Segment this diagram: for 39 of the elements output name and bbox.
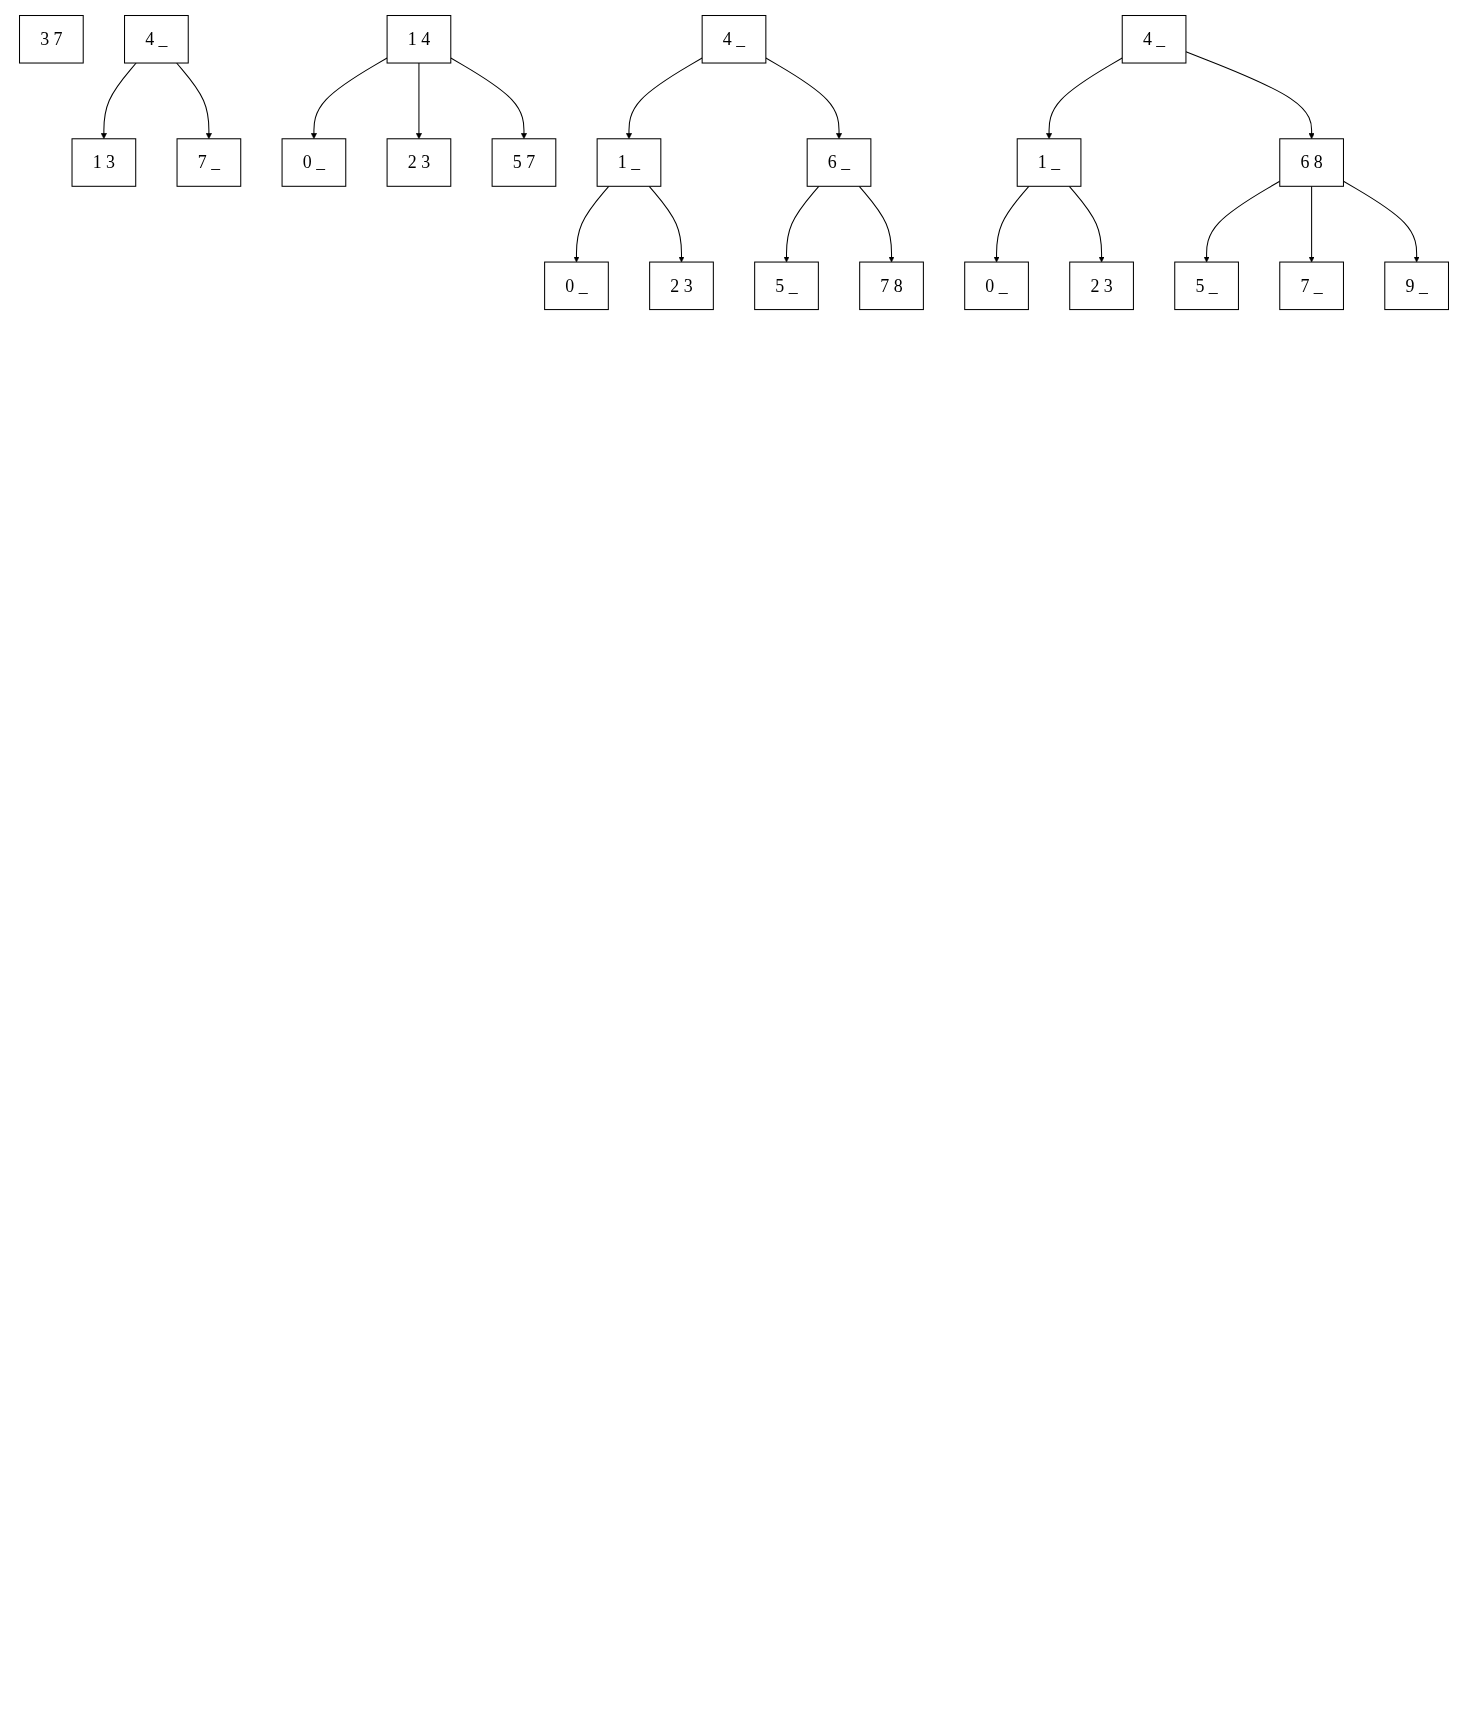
node-box: 1 _ xyxy=(1016,138,1082,187)
node-box: 0 _ xyxy=(544,261,609,311)
node-box: 5 7 xyxy=(491,138,557,187)
arrow xyxy=(648,185,685,263)
arrow xyxy=(573,185,610,263)
node-box: 1 _ xyxy=(596,138,662,187)
node-box: 0 _ xyxy=(281,138,347,187)
node-box: 4 _ xyxy=(124,15,189,64)
node-box: 4 _ xyxy=(1121,15,1187,64)
arrow xyxy=(765,57,843,140)
node-box: 6 _ xyxy=(806,138,872,187)
node-box: 7 _ xyxy=(176,138,242,187)
node-box: 2 3 xyxy=(1069,261,1134,311)
arrow xyxy=(625,57,703,140)
arrow xyxy=(450,57,527,140)
arrow xyxy=(176,62,212,140)
node-box: 1 3 xyxy=(71,138,137,187)
node-box: 1 4 xyxy=(386,15,452,64)
node-box: 7 8 xyxy=(859,261,924,311)
node-box: 2 3 xyxy=(649,261,714,311)
arrow xyxy=(100,62,137,140)
node-box: 0 _ xyxy=(964,261,1029,311)
node-box: 3 7 xyxy=(19,15,84,64)
node-box: 2 3 xyxy=(386,138,452,187)
arrow xyxy=(1185,51,1315,140)
arrow xyxy=(1046,57,1123,140)
arrow xyxy=(415,62,422,140)
node-box: 9 _ xyxy=(1384,261,1449,311)
node-box: 5 _ xyxy=(1174,261,1239,311)
arrow xyxy=(1308,185,1315,263)
arrow xyxy=(1068,185,1105,263)
node-box: 5 _ xyxy=(754,261,819,311)
node-box: 4 _ xyxy=(701,15,767,64)
arrow xyxy=(783,185,820,263)
arrow xyxy=(858,185,895,263)
node-box: 7 _ xyxy=(1279,261,1344,311)
arrow xyxy=(310,57,388,140)
node-box: 6 8 xyxy=(1279,138,1344,187)
arrow xyxy=(993,185,1030,263)
